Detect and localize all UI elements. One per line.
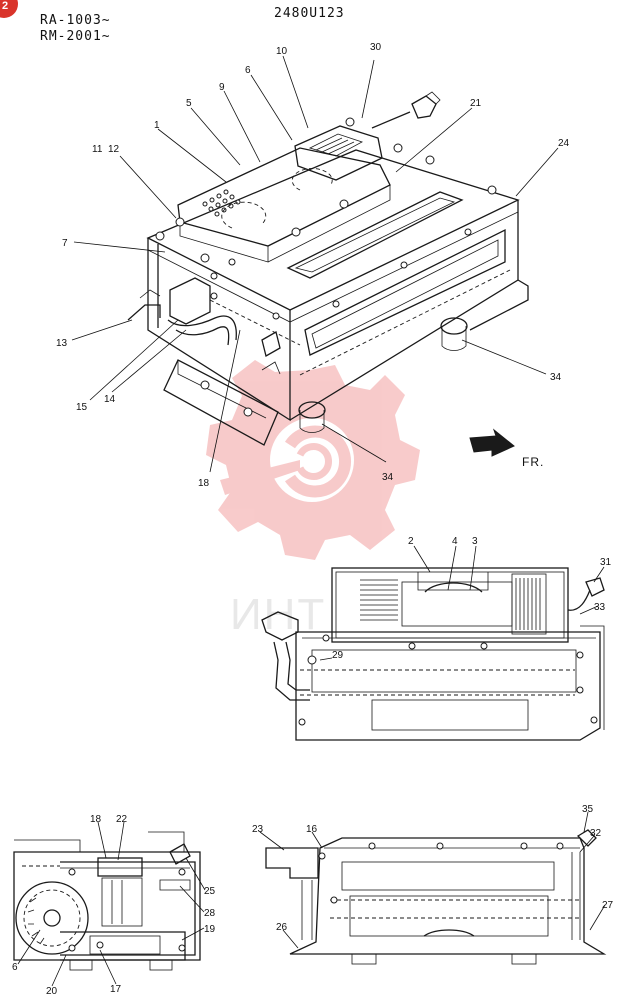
callout-17: 17 <box>110 984 122 995</box>
callout-16: 16 <box>306 824 318 835</box>
rear-view <box>265 829 607 965</box>
callout-13: 13 <box>56 338 68 349</box>
callout-24: 24 <box>558 138 570 149</box>
callout-7: 7 <box>62 238 68 249</box>
page-badge: 2 <box>0 0 18 18</box>
cover-grille <box>202 189 241 217</box>
callout-14: 14 <box>104 394 116 405</box>
callout-22: 22 <box>116 814 128 825</box>
watermark-gear-logo <box>206 360 420 560</box>
callout-35: 35 <box>582 804 594 815</box>
callout-6: 6 <box>245 65 251 76</box>
watermark-text: ИНТ <box>230 590 327 639</box>
callout-10: 10 <box>276 46 288 57</box>
callout-26: 26 <box>276 922 288 933</box>
model-line-1: RA-1003~ <box>40 13 111 28</box>
end-view <box>13 831 201 971</box>
callout-32: 32 <box>590 828 602 839</box>
callout-11: 11 <box>92 144 103 155</box>
callout-29: 29 <box>332 650 344 661</box>
callout-9: 9 <box>219 82 225 93</box>
callout-28: 28 <box>204 908 216 919</box>
callout-labels: 10 30 6 9 5 21 1 11 12 24 7 13 15 14 18 … <box>12 42 614 997</box>
callout-25: 25 <box>204 886 216 897</box>
callout-18-end: 18 <box>90 814 102 825</box>
callout-20: 20 <box>46 986 58 997</box>
callout-21: 21 <box>470 98 482 109</box>
callout-34b: 34 <box>382 472 394 483</box>
front-direction-label: FR. <box>522 455 544 469</box>
side-view <box>261 567 605 741</box>
callout-6-end: 6 <box>12 962 18 973</box>
callout-2: 2 <box>408 536 414 547</box>
heat-exchanger-fins-right <box>511 573 547 635</box>
callout-30: 30 <box>370 42 382 53</box>
callout-15: 15 <box>76 402 88 413</box>
heat-exchanger-fins-left <box>360 579 398 621</box>
callout-31: 31 <box>600 557 612 568</box>
callout-34a: 34 <box>550 372 562 383</box>
leader-lines <box>17 55 606 987</box>
isometric-assembly-view: FR. <box>127 91 544 469</box>
callout-33: 33 <box>594 602 606 613</box>
callout-1: 1 <box>154 120 160 131</box>
callout-18: 18 <box>198 478 210 489</box>
drawing-number: 2480U123 <box>274 6 345 21</box>
callout-4: 4 <box>452 536 458 547</box>
model-line-2: RM-2001~ <box>40 29 111 44</box>
callout-19: 19 <box>204 924 216 935</box>
callout-23: 23 <box>252 824 264 835</box>
callout-3: 3 <box>472 536 478 547</box>
callout-27: 27 <box>602 900 614 911</box>
callout-12: 12 <box>108 144 120 155</box>
callout-5: 5 <box>186 98 192 109</box>
